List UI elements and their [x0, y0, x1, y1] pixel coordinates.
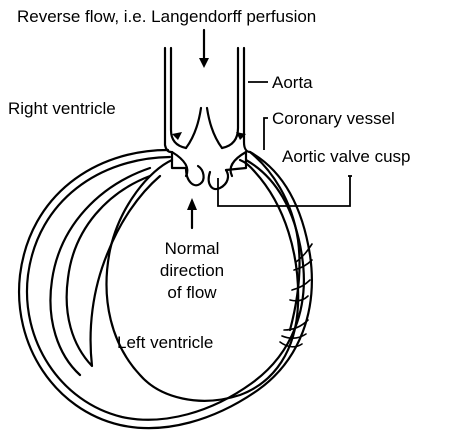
coronary-vessel-label: Coronary vessel — [272, 109, 395, 128]
normal-flow-arrow — [187, 198, 197, 228]
aortic-valve-cusps — [172, 152, 246, 189]
reverse-flow-label: Reverse flow, i.e. Langendorff perfusion — [17, 7, 316, 26]
right-ventricle-label: Right ventricle — [8, 99, 116, 118]
left-ventricle-label: Left ventricle — [117, 333, 213, 352]
coronary-vessel — [250, 152, 312, 347]
aorta-label: Aorta — [272, 73, 313, 92]
normal-direction-label-line2: direction — [160, 261, 224, 280]
heart-outer-wall — [19, 150, 312, 428]
reverse-flow-arrow — [199, 30, 209, 68]
aortic-valve-cusp-label: Aortic valve cusp — [282, 147, 411, 166]
normal-direction-label-line3: of flow — [167, 283, 217, 302]
normal-direction-label-line1: Normal — [165, 239, 220, 258]
interventricular-septum — [107, 160, 299, 401]
